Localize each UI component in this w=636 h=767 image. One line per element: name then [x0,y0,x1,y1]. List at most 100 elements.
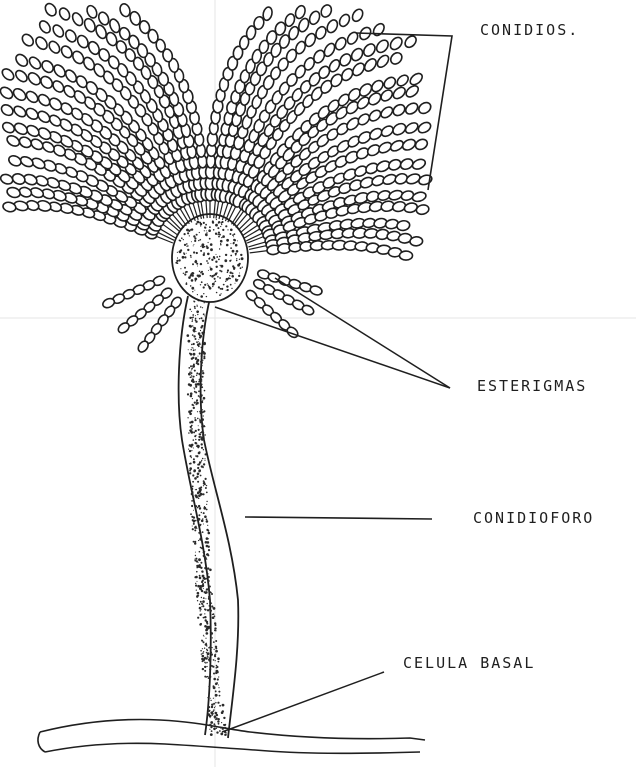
stipple-dot [196,223,197,224]
stipple-dot [217,718,219,720]
conidium [24,89,40,104]
stipple-dot [199,342,201,344]
stipple-dot [196,341,198,343]
stipple-dot [195,386,197,388]
stipple-dot [208,546,210,548]
stipple-dot [190,395,193,398]
conidium [319,3,333,18]
stipple-dot [203,485,204,486]
stipple-dot [221,224,222,225]
stipple-dot [190,469,191,470]
stipple-dot [195,555,196,556]
stipple-dot [202,400,203,401]
stipple-dot [214,715,217,718]
stipple-dot [198,381,200,383]
conidium [27,55,42,71]
esterigmas-leader-2 [275,278,450,388]
stipple-dot [220,244,222,246]
stipple-dot [215,660,216,661]
stipple-dot [215,224,218,227]
conidium [7,154,23,168]
stipple-dot [211,603,212,604]
stipple-dot [192,357,194,359]
stipple-dot [196,476,198,478]
stipple-dot [207,589,208,590]
stipple-dot [233,268,235,270]
stipple-dot [202,273,204,275]
stipple-dot [226,285,228,287]
stipple-dot [215,233,216,234]
stipple-dot [196,595,198,597]
stipple-dot [197,600,198,601]
stipple-dot [216,266,218,268]
stipple-dot [191,380,193,382]
stipple-dot [196,590,197,591]
stipple-dot [221,293,222,294]
stipple-dot [216,666,218,668]
stipple-dot [190,255,192,257]
stipple-dot [184,273,186,275]
stipple-dot [223,717,225,719]
stipple-dot [193,364,195,366]
conidium [374,38,390,55]
stipple-dot [211,259,213,261]
sterigma [163,224,178,235]
stipple-dot [209,288,210,289]
conidium [350,7,364,23]
conidium [59,44,74,60]
stipple-dot [200,567,202,569]
stipple-dot [209,669,210,670]
stipple-dot [190,410,192,412]
stipple-dot [211,730,213,732]
stipple-dot [191,344,193,346]
stipple-dot [237,240,238,241]
celula-basal-leader [222,672,384,732]
stipple-dot [226,239,229,242]
stipple-dot [193,330,195,332]
stipple-dot [189,325,192,328]
stipple-dot [193,516,195,518]
stipple-dot [203,355,205,357]
stipple-dot [185,271,187,273]
stipple-dot [206,518,208,520]
stipple-dot [200,263,202,265]
stipple-dot [213,607,216,610]
stipple-dot [202,656,203,657]
stipple-dot [198,558,201,561]
stipple-dot [210,275,212,277]
stipple-dot [195,505,197,507]
stipple-dot [204,670,206,672]
stipple-dot [218,687,219,688]
stipple-dot [197,464,199,466]
stipple-dot [194,306,196,308]
stipple-dot [192,528,194,530]
stipple-dot [206,260,208,262]
stipple-dot [202,600,205,603]
stipple-dot [202,320,204,322]
stipple-dot [180,268,181,269]
stipple-dot [233,243,235,245]
stipple-dot [207,573,209,575]
stipple-dot [208,229,211,232]
stipple-dot [197,383,200,386]
stipple-dot [200,330,201,331]
conidium [14,52,30,68]
stipple-dot [220,265,221,266]
stipple-dot [197,266,198,267]
stipple-dot [180,249,182,251]
stipple-dot [206,232,207,233]
stipple-dot [192,481,194,483]
stipple-dot [208,538,209,539]
stipple-dot [191,287,194,290]
stipple-dot [198,240,199,241]
stipple-dot [204,483,206,485]
stipple-dot [193,431,195,433]
stipple-dot [211,706,213,708]
stipple-dot [209,608,211,610]
stipple-dot [214,279,215,280]
stipple-dot [213,709,215,711]
stipple-dot [200,462,201,463]
stipple-dot [198,452,201,455]
conidium [410,236,423,246]
stipple-dot [210,243,213,246]
